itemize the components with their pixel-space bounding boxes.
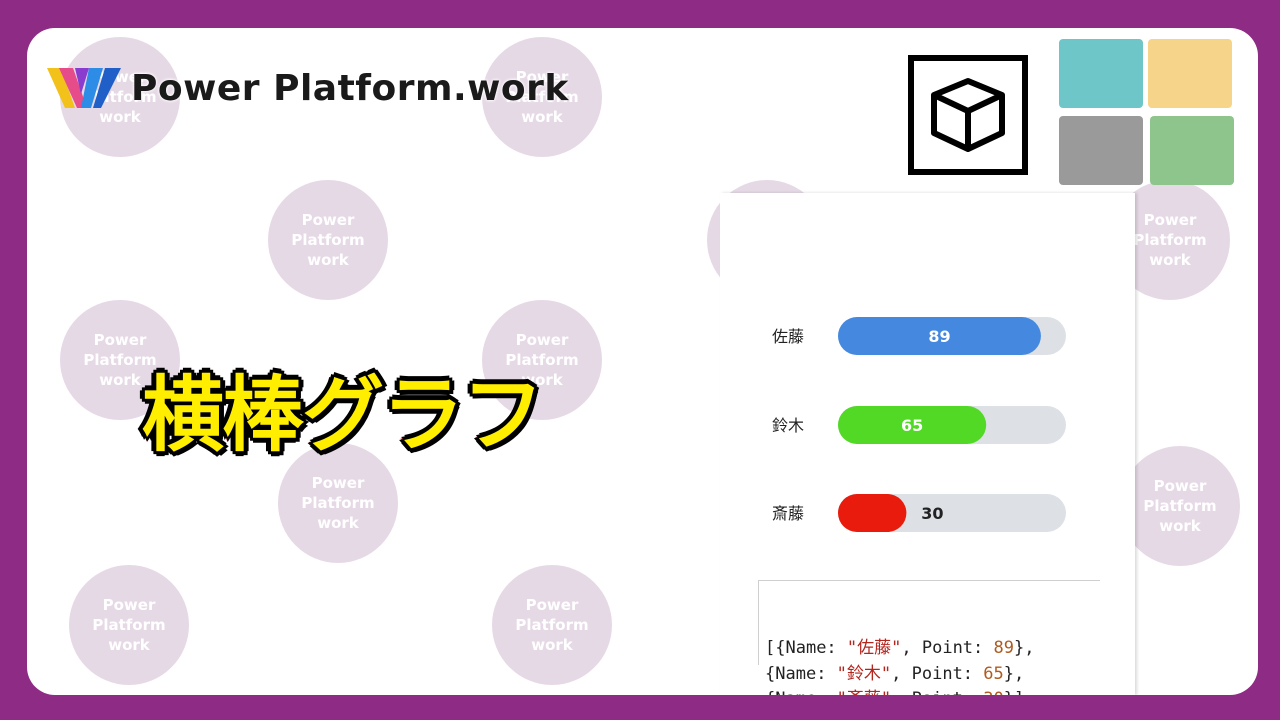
- watermark-text: Power: [311, 474, 365, 492]
- data-code-box[interactable]: [{Name: "佐藤", Point: 89},{Name: "鈴木", Po…: [758, 580, 1100, 695]
- brand-name: Power Platform.work: [131, 67, 569, 109]
- code-token: "鈴木": [836, 663, 892, 684]
- watermark-text: work: [317, 514, 359, 532]
- watermark-text: Platform: [505, 351, 579, 369]
- watermark-text: work: [1159, 517, 1201, 535]
- code-token: [{: [765, 638, 786, 658]
- watermark-text: work: [531, 636, 573, 654]
- code-token: },: [1014, 638, 1035, 658]
- tile-green: [1150, 116, 1234, 185]
- code-token: "斎藤": [837, 689, 891, 695]
- watermark-text: Platform: [291, 231, 365, 249]
- bar-value-label: 65: [901, 416, 923, 435]
- category-label: 斎藤: [772, 504, 804, 523]
- tile-yellow: [1148, 39, 1232, 108]
- code-token: {: [765, 689, 775, 695]
- watermark-text: work: [307, 251, 349, 269]
- watermark-text: Platform: [1133, 231, 1207, 249]
- watermark-text: work: [99, 108, 141, 126]
- code-line: {Name: "鈴木", Point: 65},: [765, 662, 1100, 688]
- watermark-text: Platform: [301, 494, 375, 512]
- watermark-text: Platform: [92, 616, 166, 634]
- bar: [838, 406, 987, 444]
- code-token: Name:: [775, 663, 837, 684]
- cube-icon: [931, 78, 1005, 152]
- brand-header: Power Platform.work: [45, 64, 569, 112]
- tile-teal: [1059, 39, 1143, 108]
- watermark-text: Power: [93, 331, 147, 349]
- watermark-text: Power: [515, 331, 569, 349]
- watermark-text: Power: [102, 596, 156, 614]
- tile-gray: [1059, 116, 1143, 185]
- watermark-text: Power: [515, 68, 569, 86]
- code-token: 30: [983, 689, 1003, 695]
- main-title: 横棒グラフ: [140, 366, 546, 465]
- watermark-text: Power: [525, 596, 579, 614]
- horizontal-bar-chart: 佐藤 89 鈴木 65 斎藤 30: [772, 317, 1066, 532]
- watermark-text: work: [99, 371, 141, 389]
- watermark-text: work: [521, 108, 563, 126]
- watermark-text: work: [108, 636, 150, 654]
- code-token: , Point:: [901, 638, 994, 658]
- code-token: Name:: [775, 689, 836, 695]
- code-token: {: [765, 663, 776, 684]
- watermark-text: work: [521, 371, 563, 389]
- watermark-text: Platform: [505, 88, 579, 106]
- bar-value-label: 89: [928, 327, 950, 346]
- bar: [838, 494, 907, 532]
- watermark-text: work: [1149, 251, 1191, 269]
- watermark-text: Platform: [1143, 497, 1217, 515]
- watermark-text: Platform: [83, 351, 157, 369]
- watermark-text: Platform: [515, 616, 589, 634]
- code-token: 65: [983, 663, 1004, 684]
- cube-icon-box: [908, 55, 1028, 175]
- category-label: 鈴木: [772, 416, 804, 435]
- watermark-text: Power: [301, 211, 355, 229]
- code-token: , Point:: [891, 689, 983, 695]
- code-token: Name:: [785, 638, 847, 658]
- code-token: }]: [1004, 689, 1024, 695]
- code-rows: [{Name: "佐藤", Point: 89},{Name: "鈴木", Po…: [765, 636, 1100, 695]
- code-token: 89: [993, 638, 1014, 658]
- code-line: [{Name: "佐藤", Point: 89},: [765, 636, 1100, 662]
- watermark-text: Power: [1143, 211, 1197, 229]
- code-line: {Name: "斎藤", Point: 30}]: [765, 687, 1100, 695]
- code-token: },: [1003, 663, 1025, 684]
- bar: [838, 317, 1041, 355]
- code-token: , Point:: [891, 663, 984, 684]
- category-label: 佐藤: [772, 327, 804, 346]
- power-platform-logo-icon: [47, 68, 121, 108]
- watermark-text: Power: [1153, 477, 1207, 495]
- bar-value-label: 30: [921, 504, 943, 523]
- code-token: "佐藤": [846, 638, 902, 658]
